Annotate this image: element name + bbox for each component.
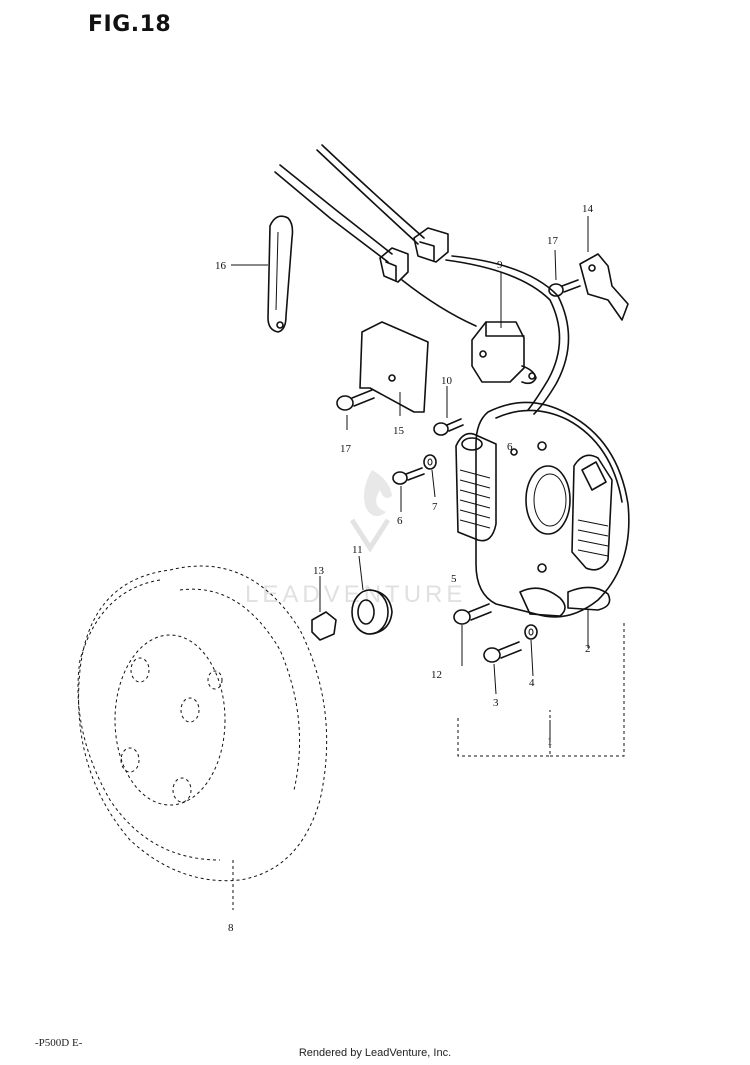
callout-5: 5 (451, 573, 457, 585)
callout-13: 13 (313, 565, 325, 577)
callout-6a: 6 (397, 515, 403, 527)
part-15-plate (359, 321, 429, 413)
callout-16: 16 (215, 260, 227, 272)
callout-17a: 17 (547, 235, 559, 247)
figure-title: FIG.18 (88, 12, 172, 37)
document-code: -P500D E- (35, 1037, 83, 1049)
callout-9: 9 (497, 259, 503, 271)
wire-harness (274, 144, 570, 415)
footer-credit: Rendered by LeadVenture, Inc. (298, 1047, 452, 1059)
callout-14: 14 (582, 203, 594, 215)
callout-12: 12 (431, 669, 442, 681)
watermark-text: LEADVENTURE (245, 581, 466, 608)
callout-10: 10 (441, 375, 453, 387)
callouts: 1 2 3 4 5 6 6 7 8 9 10 11 12 13 14 15 16… (215, 203, 594, 934)
callout-8: 8 (228, 922, 234, 934)
callout-4: 4 (529, 677, 535, 689)
part-16-strap (267, 215, 294, 333)
fasteners (336, 279, 581, 663)
part-9-pulser (471, 321, 537, 385)
part-14-bracket (579, 253, 629, 321)
part-11-seal (351, 589, 393, 635)
callout-3: 3 (493, 697, 499, 709)
callout-17b: 17 (340, 443, 352, 455)
callout-7: 7 (432, 501, 438, 513)
callout-1: 1 (547, 736, 553, 748)
watermark: LEADVENTURE (245, 470, 466, 608)
callout-15: 15 (393, 425, 405, 437)
part-8-flywheel (77, 565, 328, 910)
callout-11: 11 (352, 544, 363, 556)
stator-assembly (455, 401, 630, 618)
callout-2: 2 (585, 643, 591, 655)
callout-6b: 6 (507, 441, 513, 453)
leader-lines (231, 216, 625, 757)
part-13-key (311, 611, 337, 641)
